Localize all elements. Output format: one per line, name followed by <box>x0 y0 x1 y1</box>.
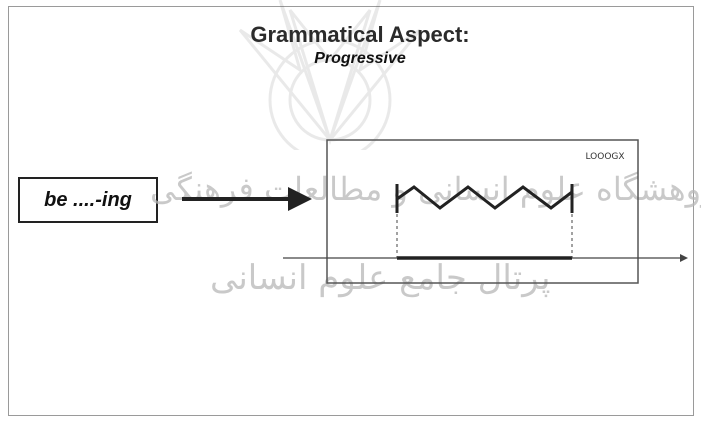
corner-label: LOOOGX <box>585 152 625 162</box>
progressive-zigzag <box>396 185 573 210</box>
form-label: be ....-ing <box>44 189 132 211</box>
slide-title: Grammatical Aspect: <box>250 22 470 47</box>
form-box: be ....-ing <box>18 177 158 223</box>
watermark-text-1: پژوهشگاه علوم انسانی و مطالعات فرهنگی <box>150 170 701 208</box>
slide-frame <box>8 6 694 416</box>
timeline-frame <box>326 139 639 284</box>
arrow-head-icon <box>288 187 312 211</box>
slide-subtitle: Progressive <box>314 50 406 67</box>
watermark-text-2: پرتال جامع علوم انسانی <box>210 258 551 298</box>
time-axis-arrow-icon <box>680 254 688 262</box>
